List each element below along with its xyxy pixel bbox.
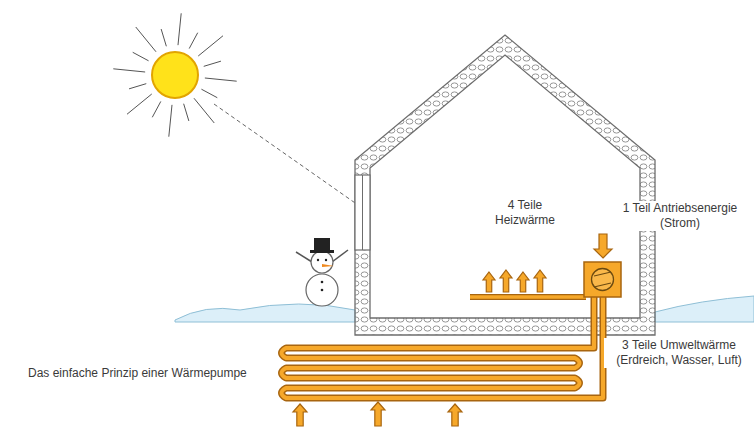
sun-ray (194, 98, 214, 123)
annotation-label: 4 Teile Heizwärme (487, 198, 563, 228)
caption: Das einfache Prinzip einer Wärmepumpe (28, 366, 247, 381)
sun-ray (204, 61, 221, 66)
heat-arrow (448, 404, 462, 426)
sun-ray (184, 104, 189, 121)
window (362, 175, 363, 250)
sun-ray (127, 94, 152, 114)
compressor-symbol (594, 272, 611, 287)
heat-arrow (534, 270, 546, 292)
sun-ray (178, 13, 181, 45)
sun-ray (205, 78, 237, 81)
insulated-house (355, 35, 655, 335)
heating-pipe (470, 295, 586, 299)
compressor-symbol (592, 269, 614, 291)
sun-ray (198, 36, 223, 56)
heat-arrow (517, 272, 529, 292)
heat-arrow (483, 272, 495, 292)
sun-ray (201, 89, 217, 98)
heat-pump (584, 262, 621, 297)
sun-ray (161, 29, 166, 46)
heat-arrow (371, 402, 385, 426)
sun-ray (169, 105, 172, 137)
sunlight-line (214, 104, 358, 205)
annotation-label: 1 Teil Antriebsenergie (Strom) (608, 201, 752, 231)
snowman (296, 238, 348, 306)
snow (655, 296, 754, 322)
ground-collector (282, 296, 604, 398)
heat-arrow (500, 270, 512, 292)
heat-arrow (293, 404, 307, 426)
sun-ray (152, 101, 161, 117)
heat-arrows (293, 234, 612, 426)
snow (175, 304, 355, 322)
sun-ray (133, 52, 149, 61)
sun-ray (189, 33, 198, 49)
sun (152, 52, 198, 98)
sun-ray (113, 69, 145, 72)
window (355, 175, 370, 250)
sun-rays (113, 13, 236, 136)
heat-arrow (594, 234, 612, 258)
sun-ray (129, 84, 146, 89)
heating-pipe (470, 294, 586, 300)
annotation-label: 3 Teile Umweltwärme (Erdreich, Wasser, L… (604, 338, 754, 368)
ground-collector (282, 296, 604, 398)
sun-ray (136, 27, 156, 52)
